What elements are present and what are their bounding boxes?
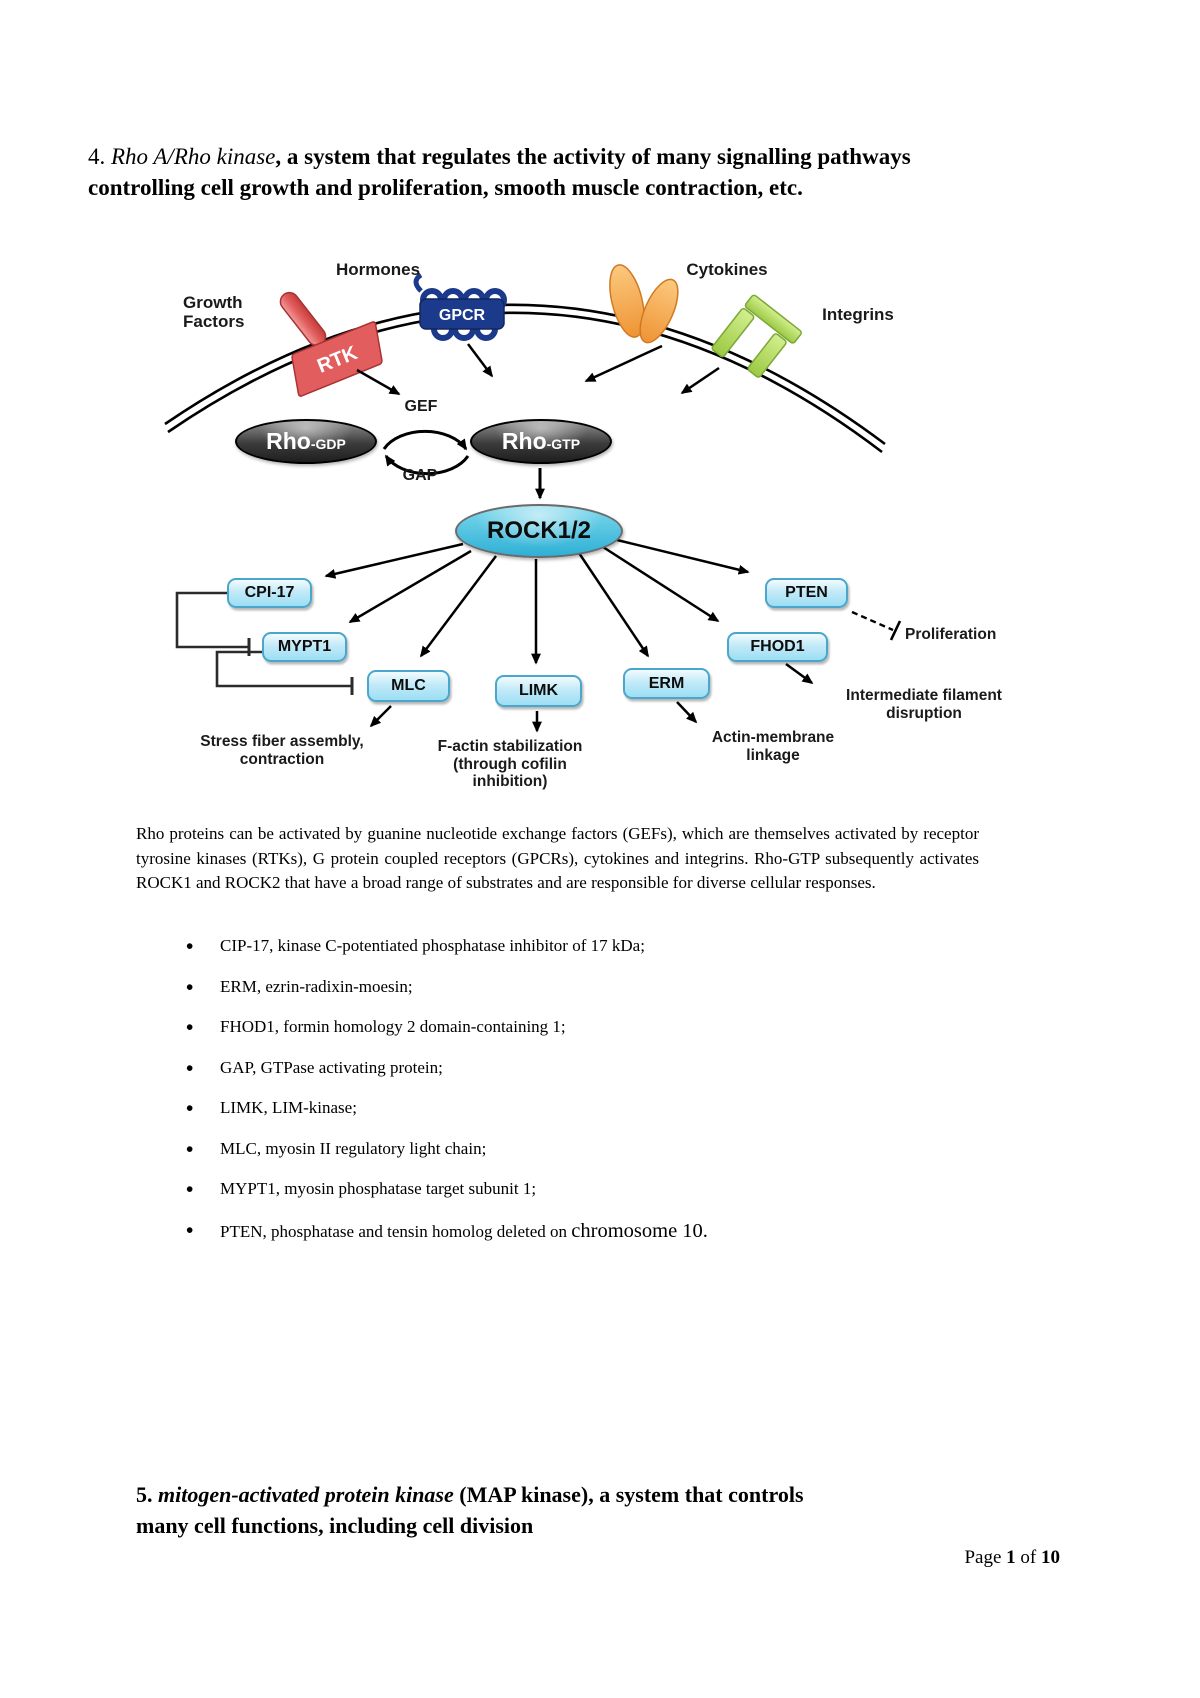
node-mlc: MLC — [367, 670, 450, 702]
abbreviation-text: LIMK, LIM-kinase; — [220, 1098, 357, 1117]
node-erm: ERM — [623, 668, 710, 699]
integrins-shape — [711, 294, 802, 378]
rtk-receptor-shape: RTK — [279, 291, 383, 397]
inhibition-lines — [175, 591, 354, 695]
footer-of: of — [1015, 1547, 1041, 1568]
heading-4-rest-line2: controlling cell growth and proliferatio… — [88, 175, 803, 200]
gef-label: GEF — [404, 398, 438, 415]
page-footer: Page 1 of 10 — [820, 1547, 1060, 1569]
cytokines-shape — [609, 264, 679, 344]
node-rho-gtp: Rho-GTP — [470, 419, 612, 464]
abbreviation-item: ERM, ezrin-radixin-moesin; — [186, 975, 1020, 1018]
heading-5-rest-line2: many cell functions, including cell divi… — [136, 1513, 534, 1538]
node-rho-gdp: Rho-GDP — [235, 419, 377, 464]
hormones-label: Hormones — [335, 260, 421, 279]
abbreviation-text: ERM, ezrin-radixin-moesin; — [220, 976, 413, 996]
gpcr-receptor-shape: GPCR — [413, 272, 507, 341]
cytokines-label: Cytokines — [686, 260, 768, 279]
gpcr-label: GPCR — [439, 307, 486, 324]
abbreviation-text-large: chromosome 10. — [571, 1219, 708, 1242]
cell-membrane — [164, 303, 886, 454]
abbreviation-item: PTEN, phosphatase and tensin homolog del… — [186, 1218, 1020, 1261]
rock-substrate-arrows — [324, 538, 750, 665]
outcome-actin-membrane: Actin-membrane linkage — [711, 729, 835, 764]
rho-gdp-text: Rho — [266, 428, 311, 454]
growth-factors-label: Growth Factors — [183, 293, 245, 331]
outcome-intermediate-filament: Intermediate filament disruption — [846, 687, 1002, 722]
receptor-arrows — [356, 343, 720, 396]
abbreviation-item: GAP, GTPase activating protein; — [186, 1056, 1020, 1099]
abbreviation-item: MLC, myosin II regulatory light chain; — [186, 1137, 1020, 1180]
abbreviation-text: MLC, myosin II regulatory light chain; — [220, 1138, 487, 1158]
pten-inhibition-dashed — [851, 610, 902, 641]
integrins-label: Integrins — [822, 305, 894, 324]
heading-5-rest-line1: (MAP kinase), a system that controls — [453, 1482, 804, 1507]
footer-prefix: Page — [964, 1547, 1007, 1568]
node-rock1-2: ROCK1/2 — [455, 504, 623, 558]
outcome-f-actin: F-actin stabilization (through cofilin i… — [437, 738, 583, 790]
node-pten: PTEN — [765, 578, 848, 608]
heading-4: 4. Rho A/Rho kinase, a system that regul… — [88, 141, 1118, 203]
abbreviation-item: MYPT1, myosin phosphatase target subunit… — [186, 1177, 1020, 1220]
figure-caption-paragraph: Rho proteins can be activated by guanine… — [136, 824, 979, 892]
outcome-proliferation: Proliferation — [905, 626, 997, 643]
heading-5-title: mitogen-activated protein kinase — [158, 1482, 454, 1507]
abbreviation-item: FHOD1, formin homology 2 domain-containi… — [186, 1015, 1020, 1058]
rho-gtp-text: Rho — [501, 428, 547, 454]
abbreviation-text: FHOD1, formin homology 2 domain-containi… — [220, 1017, 566, 1036]
heading-5-number: 5. — [136, 1482, 158, 1507]
node-cpi17: CPI-17 — [227, 578, 312, 608]
abbreviation-item: LIMK, LIM-kinase; — [186, 1096, 1020, 1139]
heading-4-title: Rho A/Rho kinase — [111, 144, 276, 169]
outcome-stress-fiber: Stress fiber assembly, contraction — [200, 733, 364, 768]
gef-gap-cycle-arrows — [382, 429, 470, 476]
node-mypt1: MYPT1 — [262, 632, 347, 662]
gap-label: GAP — [402, 467, 438, 484]
node-limk: LIMK — [495, 675, 582, 707]
footer-page-number: 1 — [1006, 1547, 1016, 1568]
abbreviation-text: GAP, GTPase activating protein; — [220, 1057, 443, 1077]
abbreviation-item: CIP-17, kinase C-potentiated phosphatase… — [186, 934, 1020, 977]
abbreviation-list: CIP-17, kinase C-potentiated phosphatase… — [186, 934, 1020, 1261]
abbreviation-text: PTEN, phosphatase and tensin homolog del… — [220, 1221, 572, 1241]
heading-4-number: 4. — [88, 144, 111, 169]
node-fhod1: FHOD1 — [727, 632, 828, 662]
heading-4-rest-line1: , a system that regulates the activity o… — [275, 144, 911, 169]
rho-gdp-suffix: -GDP — [310, 436, 346, 452]
rho-gtp-suffix: -GTP — [546, 436, 581, 452]
footer-total-pages: 10 — [1041, 1547, 1060, 1568]
heading-5: 5. mitogen-activated protein kinase (MAP… — [136, 1479, 1076, 1541]
outcome-arrows — [369, 662, 814, 733]
abbreviation-text: MYPT1, myosin phosphatase target subunit… — [220, 1179, 537, 1198]
abbreviation-text: CIP-17, kinase C-potentiated phosphatase… — [220, 936, 645, 955]
